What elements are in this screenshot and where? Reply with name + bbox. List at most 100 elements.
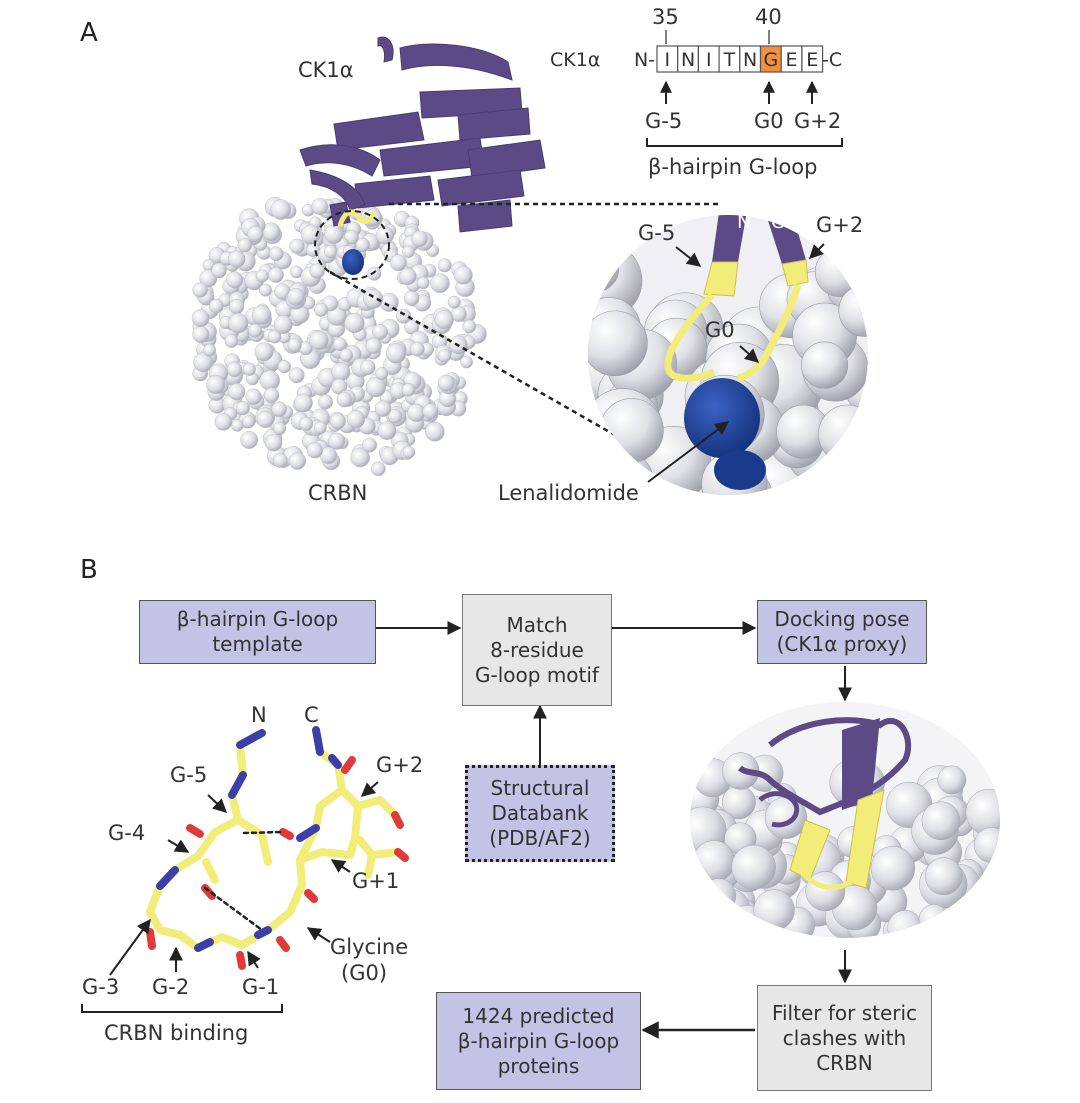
seq-pos-40: 40 (755, 5, 782, 29)
crbn-atom-sphere (430, 273, 450, 293)
result-box-line1: 1424 predicted (462, 1003, 615, 1028)
crbn-atom-sphere (268, 246, 284, 262)
dock-atom-sphere (937, 765, 967, 795)
crbn-atom-sphere (211, 262, 227, 279)
stick-g-minus2: G-2 (152, 975, 189, 999)
dock-atom-sphere (692, 840, 735, 883)
crbn-atom-sphere (324, 224, 344, 244)
crbn-atom-sphere (311, 198, 329, 215)
crbn-atom-sphere (375, 367, 389, 381)
crbn-atom-sphere (372, 324, 388, 340)
crbn-atom-sphere (407, 403, 426, 422)
docking-pose-image (690, 702, 1000, 938)
crbn-atom-sphere (422, 403, 439, 420)
crbn-atom-sphere (248, 323, 263, 338)
crbn-atom-sphere (240, 431, 259, 449)
crbn-atom-sphere (460, 355, 473, 369)
crbn-atom-sphere (254, 342, 274, 362)
crbn-atom-sphere (417, 276, 430, 290)
crbn-atom-sphere (299, 416, 314, 431)
crbn-atom-sphere (267, 329, 282, 344)
crbn-atom-sphere (411, 230, 428, 247)
zoom-inset (588, 215, 868, 495)
stick-g-minus3: G-3 (82, 975, 119, 999)
crbn-atom-sphere (402, 445, 416, 459)
crbn-atom-sphere (361, 437, 378, 453)
crbn-atom-sphere (365, 377, 386, 398)
crbn-atom-sphere (237, 238, 252, 253)
stick-g-plus2: G+2 (376, 753, 423, 777)
zoom-n-label: N (737, 211, 751, 233)
seq-residue: T (723, 49, 736, 71)
crbn-atom-sphere (263, 387, 280, 404)
crbn-atom-sphere (333, 337, 347, 352)
crbn-atom-sphere (447, 295, 461, 309)
crbn-atom-sphere (287, 287, 305, 306)
crbn-atom-sphere (437, 349, 452, 363)
zoom-atom-sphere (801, 341, 849, 389)
seq-residue: N (743, 49, 757, 71)
crbn-atom-sphere (409, 341, 425, 357)
crbn-atom-sphere (314, 302, 329, 317)
crbn-atom-sphere (346, 410, 365, 429)
crbn-atom-sphere (365, 337, 382, 355)
zoom-loop-left (664, 292, 716, 382)
zoom-atom-sphere (848, 463, 868, 495)
zoom-region-circle (314, 210, 390, 280)
filter-box: Filter for steric clashes with CRBN (757, 985, 932, 1091)
crbn-atom-sphere (242, 415, 256, 429)
zoom-yellow-arrow-n (703, 261, 739, 297)
lenalidomide-arrow (647, 421, 730, 483)
seq-residue: I (706, 49, 712, 71)
seq-bracket (646, 138, 843, 147)
crbn-atom-sphere (270, 199, 291, 220)
template-box-line1: β-hairpin G-loop (176, 607, 339, 631)
crbn-atom-sphere (228, 312, 249, 334)
seq-cell (801, 45, 824, 73)
stick-g-plus1: G+1 (352, 869, 399, 893)
crbn-atom-sphere (264, 433, 283, 452)
seq-protein: CK1α (550, 49, 600, 71)
g-loop-stick-model (146, 726, 409, 970)
filter-box-line3: CRBN (816, 1050, 873, 1075)
crbn-atom-sphere (402, 245, 415, 258)
crbn-atom-sphere (289, 238, 305, 254)
crbn-atom-sphere (193, 352, 214, 373)
crbn-atom-sphere (294, 393, 313, 413)
zoom-atom-sphere (814, 246, 866, 298)
crbn-atom-sphere (309, 263, 325, 279)
crbn-atom-sphere (192, 282, 208, 298)
crbn-atom-sphere (367, 266, 382, 281)
crbn-atom-sphere (203, 343, 216, 357)
crbn-atom-sphere (287, 337, 302, 353)
zoom-atom-sphere (838, 284, 868, 337)
crbn-atom-sphere (317, 394, 333, 410)
dock-atom-sphere (724, 909, 756, 938)
dock-atom-sphere (753, 889, 795, 931)
crbn-atom-sphere (462, 319, 477, 334)
crbn-atom-sphere (323, 244, 338, 259)
crbn-atom-sphere (231, 419, 244, 432)
stick-n-label: N (251, 703, 267, 727)
dock-atom-sphere (870, 846, 916, 891)
crbn-atom-sphere (288, 452, 307, 470)
lenalidomide-small (342, 249, 364, 275)
crbn-atom-sphere (377, 421, 397, 440)
databank-box-line3: (PDB/AF2) (489, 826, 591, 850)
zoom-yellow-c (781, 259, 809, 287)
result-box-line3: proteins (497, 1053, 580, 1078)
zoom-atom-sphere (599, 398, 664, 463)
template-box-line2: template (212, 632, 303, 656)
crbn-atom-sphere (273, 315, 293, 334)
seq-pos-35: 35 (652, 5, 679, 29)
crbn-atom-sphere (437, 258, 452, 273)
crbn-atom-sphere (371, 461, 386, 477)
crbn-atom-sphere (226, 271, 244, 289)
ck1a-label: CK1α (298, 58, 354, 82)
crbn-atom-sphere (245, 388, 262, 405)
stick-glycine: Glycine (330, 935, 408, 959)
crbn-atom-sphere (331, 362, 351, 382)
panel-a-letter: A (80, 18, 98, 48)
dock-atom-sphere (921, 801, 961, 841)
panel-b-letter: B (80, 555, 98, 585)
